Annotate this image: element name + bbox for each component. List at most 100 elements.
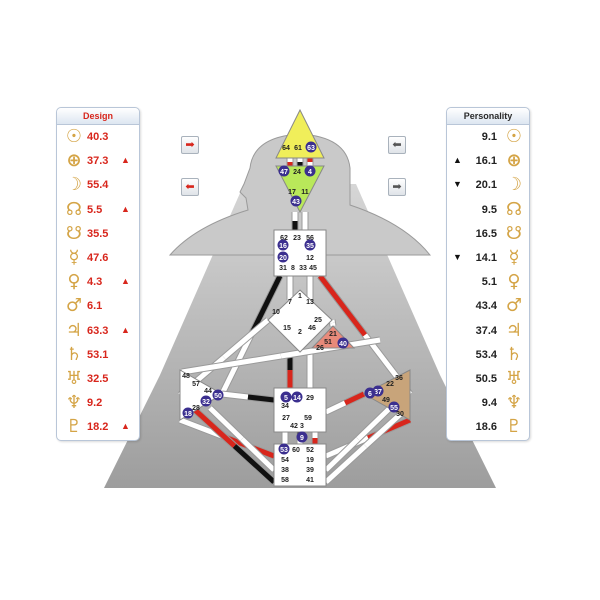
channel-segment [324, 437, 360, 472]
gate-label: 4 [308, 169, 312, 176]
personality-row: ♀5.1 [447, 270, 529, 294]
design-value: 35.5 [87, 227, 109, 240]
design-row: ♂ 6.1 [57, 294, 139, 318]
personality-value: 9.5 [481, 203, 497, 216]
personality-row: ☊9.5 [447, 198, 529, 222]
saturn-icon: ♄ [505, 343, 523, 365]
pluto-icon: ♇ [65, 416, 83, 438]
gate-label: 26 [316, 345, 324, 352]
spleen-center[interactable] [179, 369, 223, 421]
sun-icon: ☉ [65, 126, 83, 147]
gate-badge [291, 391, 303, 403]
gate-badge [280, 391, 292, 403]
personality-value: 16.5 [475, 227, 497, 240]
design-value: 53.1 [87, 348, 109, 361]
ajna-center[interactable] [275, 165, 325, 214]
gate-label: 24 [293, 169, 301, 176]
design-value: 32.5 [87, 372, 109, 385]
gate-label: 39 [306, 467, 314, 474]
gate-badge [278, 443, 290, 455]
gate-label: 10 [272, 309, 280, 316]
channel-segment [363, 408, 407, 448]
personality-panel-title: Personality [447, 108, 529, 125]
gate-badge [296, 431, 308, 443]
design-row: ☉ 40.3 [57, 125, 139, 149]
gate-label: 36 [395, 375, 403, 382]
design-value: 63.3 [87, 324, 109, 337]
channel-segment [181, 353, 282, 375]
channel-segment [193, 408, 237, 448]
gate-badge [212, 389, 224, 401]
gate-label: 27 [282, 415, 290, 422]
gate-label: 57 [192, 381, 200, 388]
gate-label: 55 [390, 405, 398, 412]
gate-badge [277, 239, 289, 251]
gate-label: 21 [329, 331, 337, 338]
design-row: ☽55.4 [57, 173, 139, 197]
gate-label: 15 [283, 325, 291, 332]
channel-segment [247, 394, 275, 403]
design-row: ☋35.5 [57, 222, 139, 246]
personality-next-button[interactable]: ➡ [388, 178, 406, 196]
gate-badge [364, 387, 376, 399]
gate-label: 37 [374, 389, 382, 396]
arrow-indicator: ▲ [121, 421, 130, 432]
uranus-icon: ♅ [65, 367, 83, 389]
design-row: ♃63.3▲ [57, 319, 139, 343]
earth-icon: ⊕ [66, 150, 82, 172]
gate-label: 31 [279, 265, 287, 272]
gate-label: 1 [298, 293, 302, 300]
g-center[interactable] [267, 289, 333, 353]
arrow-indicator: ▼ [453, 179, 462, 190]
personality-value: 53.4 [475, 348, 497, 361]
personality-value: 37.4 [475, 324, 497, 337]
gate-label: 38 [281, 467, 289, 474]
design-prev-button[interactable]: ⬅ [181, 178, 199, 196]
design-row: ♀4.3▲ [57, 270, 139, 294]
north-node-icon: ☊ [66, 198, 82, 220]
design-row: ☿47.6 [57, 246, 139, 270]
gate-label: 47 [280, 169, 288, 176]
personality-row: ☿14.1▼ [447, 246, 529, 270]
gate-label: 13 [306, 299, 314, 306]
gate-badge [277, 251, 289, 263]
venus-icon: ♀ [507, 271, 521, 293]
gate-label: 5 [284, 395, 288, 402]
personality-row: ♂43.4 [447, 294, 529, 318]
design-row: ☊5.5▲ [57, 198, 139, 222]
arrow-indicator: ▲ [453, 155, 462, 166]
gate-label: 17 [288, 189, 296, 196]
arrow-indicator: ▼ [453, 251, 462, 262]
gate-label: 14 [293, 395, 301, 402]
personality-row: ♄ 53.4 [447, 343, 529, 367]
design-value: 6.1 [87, 300, 103, 313]
gate-label: 41 [306, 477, 314, 484]
personality-prev-button[interactable]: ⬅ [388, 136, 406, 154]
design-value: 47.6 [87, 251, 109, 264]
design-value: 37.3 [87, 155, 109, 168]
gate-label: 7 [288, 299, 292, 306]
sun-icon: ☉ [505, 126, 523, 147]
personality-row: ☽20.1▼ [447, 173, 529, 197]
neptune-icon: ♆ [65, 392, 83, 414]
mercury-icon: ☿ [508, 246, 520, 268]
gate-label: 42 [290, 423, 298, 430]
gate-label: 53 [280, 447, 288, 454]
design-value: 40.3 [87, 131, 109, 143]
design-row: ⊕37.3▲ [57, 149, 139, 173]
design-next-button[interactable]: ➡ [181, 136, 199, 154]
design-value: 9.2 [87, 397, 103, 410]
gate-badge [388, 401, 400, 413]
gate-label: 11 [301, 189, 309, 196]
mars-icon: ♂ [65, 295, 83, 317]
design-panel-title: Design [57, 108, 139, 125]
design-row: ♅ 32.5 [57, 367, 139, 391]
personality-row: ♆9.4 [447, 391, 529, 415]
arrow-indicator: ▲ [121, 276, 130, 287]
design-panel: Design ☉ 40.3 ⊕ 37.3 ▲ ☽55.4☊5.5▲☋35.5☿47.6♀4… [56, 107, 140, 441]
channel-segment [248, 274, 283, 337]
personality-row: ☋16.5 [447, 222, 529, 246]
channel-segment [232, 444, 276, 484]
